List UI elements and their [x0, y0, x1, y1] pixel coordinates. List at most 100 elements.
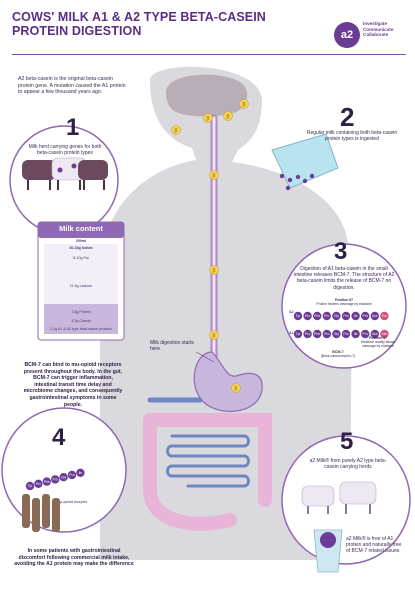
receptor-residue	[51, 475, 60, 484]
milk-lactose: 11.5g Lactose	[69, 284, 93, 288]
step-1-number: 1	[66, 114, 80, 141]
a2-residue	[322, 311, 331, 321]
a1-residue-label: Pro	[324, 332, 329, 336]
logo-tagline-3: Collaborate	[363, 32, 389, 38]
a1-residue	[341, 329, 351, 339]
a2-residue-label: Tyr	[296, 314, 302, 318]
milk-beta-casein: 2-3g A1 & A2 type beta-casein proteins	[49, 327, 113, 331]
receptor-residue	[34, 479, 43, 488]
a2-residue	[332, 311, 341, 321]
digestion-pointer	[195, 351, 215, 363]
a2-residue	[351, 311, 360, 321]
position-67-a2-label: Position 67	[334, 298, 354, 302]
a1-residue	[293, 329, 303, 339]
receptor-residue	[76, 468, 85, 477]
a2-residue-label: Pro	[305, 314, 310, 318]
a2-milk-glass-icon	[313, 529, 343, 573]
a1-tag: A1	[289, 331, 294, 335]
intro-text: A2 beta-casein is the original beta-case…	[18, 76, 126, 96]
milk-fat: 8-10g Fat	[73, 256, 89, 260]
bcm7-name: BCM-7	[332, 350, 344, 354]
milk-content-rows: 250ml 30-33g Solids 8-10g Fat 11.5g Lact…	[38, 238, 124, 338]
beta-marker-label: β	[226, 114, 229, 120]
a2-residue	[361, 311, 370, 321]
a2-cow-herd-icon	[301, 481, 377, 514]
a2-tag: A2	[289, 310, 294, 314]
step-1-text: Milk herd carrying genes for both beta-c…	[28, 144, 102, 157]
position-67-a2-note: Proline hinders cleavage by elastase	[316, 302, 372, 306]
receptor-residue	[42, 477, 51, 486]
brain-icon	[166, 74, 248, 117]
position-67-a2: Position 67 Proline hinders cleavage by …	[314, 298, 374, 306]
receptor-residue	[59, 473, 68, 482]
a1-residue	[322, 329, 331, 339]
beta-marker-label: β	[234, 386, 237, 392]
position-67-a1: Position 67 Histidine readily allows cle…	[356, 336, 400, 348]
step-3-text: Digestion of A1 beta-casein in the small…	[293, 266, 395, 291]
page-title: COWS' MILK A1 & A2 TYPE BETA-CASEIN PROT…	[12, 10, 312, 38]
step-5-number: 5	[340, 428, 354, 455]
header-divider	[12, 54, 406, 56]
a1-residue	[361, 329, 370, 339]
beta-marker-label: β	[174, 128, 177, 134]
logo-tagline: Investigate Communicate Collaborate	[363, 21, 413, 38]
a1-residue	[313, 329, 322, 339]
milk-protein: 7-8g Protein	[71, 310, 91, 314]
bcm7-label: BCM-7 (Beta-casomorphin-7)	[316, 350, 360, 358]
a1-residue-label: Gly	[334, 332, 339, 336]
a2-residue	[303, 311, 312, 321]
milk-solids: 30-33g Solids	[69, 246, 93, 250]
receptor-residue	[25, 481, 35, 491]
a2-position-67-label: Pro	[382, 314, 387, 318]
step-4-number: 4	[52, 424, 66, 451]
a2-residue-label: Pro	[363, 314, 368, 318]
a1-position-67	[380, 329, 389, 339]
a2-residue	[293, 311, 303, 321]
step-5-bottom-text: a2 Milk® is free of A1 protein and natur…	[346, 536, 402, 555]
receptor-residue-label: Pro	[69, 473, 74, 477]
large-intestine	[143, 413, 272, 531]
digestion-start-label: Milk digestion starts here	[150, 340, 194, 353]
a2-residue-label: Pro	[324, 314, 329, 318]
a1-residue-label: Phe	[314, 332, 320, 336]
a1-residue-label: Pro	[363, 332, 368, 336]
logo-tagline-2: Communicate	[363, 26, 394, 32]
receptor-residue-label: Pro	[53, 478, 58, 482]
receptor-residue-label: Phe	[44, 480, 50, 484]
beta-marker-label: β	[206, 116, 209, 122]
bottom-note: In some patients with gastrointestinal d…	[14, 548, 134, 568]
receptor-residue	[67, 470, 77, 480]
step-5-text: a2 Milk® from purely A2 type beta-casein…	[309, 458, 387, 471]
a2-residue-label: Pro	[343, 314, 348, 318]
bcm7-note: (Beta-casomorphin-7)	[320, 354, 356, 359]
step-2-text: Regular milk containing both beta-casein…	[306, 130, 398, 143]
a2-residue-label: Asn	[372, 314, 378, 318]
a1-residue	[303, 329, 312, 339]
receptor-label: µ-opioid receptor	[60, 500, 88, 504]
receptor-residue-label: Ile	[79, 471, 83, 475]
stomach	[193, 351, 263, 412]
a1-residue	[351, 329, 360, 339]
a1-residue	[332, 329, 341, 339]
cow-herd-icon	[22, 157, 108, 190]
body-silhouette	[100, 66, 352, 560]
small-intestine-coils	[166, 434, 250, 488]
a1-position-67-label: His	[382, 332, 387, 336]
ingested-proteins	[279, 173, 315, 191]
a1-residue-label: Tyr	[296, 332, 302, 336]
beta-marker-label: β	[212, 173, 215, 179]
a2-residue	[370, 311, 379, 321]
a1-residue-label: Pro	[305, 332, 310, 336]
milk-casein: 3-5g Casein	[71, 319, 91, 323]
title-line-1: COWS' MILK A1 & A2 TYPE BETA-CASEIN	[12, 10, 266, 24]
a2-residue-label: Gly	[334, 314, 339, 318]
receptor-residue-label: Tyr	[28, 484, 34, 488]
a2-residue	[313, 311, 322, 321]
step-4-text: BCM-7 can bind to mu-opioid receptors pr…	[23, 362, 123, 408]
milk-content-title: Milk content	[59, 224, 103, 233]
step-3-number: 3	[334, 238, 348, 265]
